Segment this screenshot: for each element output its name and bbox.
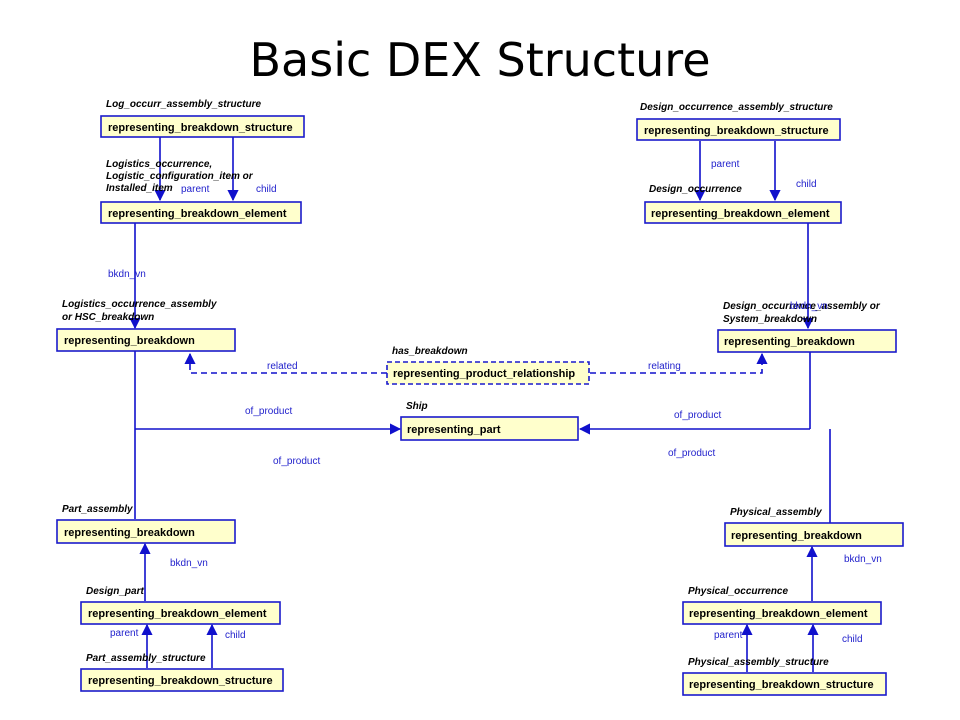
node-product-relationship[interactable]: representing_product_relationship xyxy=(386,361,590,385)
node-right-bottom-structure-label: representing_breakdown_structure xyxy=(689,679,874,691)
node-right-structure[interactable]: representing_breakdown_structure xyxy=(636,118,841,141)
ctx-logistics-occurrence-2: Logistic_configuration_item or xyxy=(106,171,254,182)
node-left-structure[interactable]: representing_breakdown_structure xyxy=(100,115,305,138)
node-left-bottom-structure-label: representing_breakdown_structure xyxy=(88,675,273,687)
ctx-logistics-occurrence-1: Logistics_occurrence, xyxy=(106,159,212,170)
context-labels: Log_occurr_assembly_structure Logistics_… xyxy=(62,99,881,668)
node-left-breakdown[interactable]: representing_breakdown xyxy=(56,328,236,352)
lbl-left-bottom-parent: parent xyxy=(110,628,139,639)
ctx-design-part: Design_part xyxy=(86,586,144,597)
ctx-has-breakdown: has_breakdown xyxy=(392,346,468,357)
lbl-right-bkdn-vn: bkdn_vn xyxy=(790,301,828,312)
ctx-physical-occurrence: Physical_occurrence xyxy=(688,586,788,597)
node-part-label: representing_part xyxy=(407,424,501,436)
ctx-log-occurr: Log_occurr_assembly_structure xyxy=(106,99,262,110)
lbl-right-child: child xyxy=(796,179,817,190)
lbl-left-child: child xyxy=(256,184,277,195)
lbl-left-bottom-bkdn-vn: bkdn_vn xyxy=(170,558,208,569)
edge-relating xyxy=(590,352,768,374)
node-left-element-label: representing_breakdown_element xyxy=(108,208,287,220)
node-left-part-breakdown[interactable]: representing_breakdown xyxy=(56,519,236,544)
edge-related xyxy=(184,352,387,374)
lbl-left-bkdn-vn: bkdn_vn xyxy=(108,269,146,280)
lbl-related: related xyxy=(267,361,298,372)
ctx-design-occ-assembly-2: System_breakdown xyxy=(723,314,817,325)
lbl-right-bottom-child: child xyxy=(842,634,863,645)
lbl-right-bottom-bkdn-vn: bkdn_vn xyxy=(844,554,882,565)
lbl-left-of-product-2: of_product xyxy=(273,456,320,467)
node-right-phys-element[interactable]: representing_breakdown_element xyxy=(682,601,882,625)
lbl-left-of-product-1: of_product xyxy=(245,406,292,417)
node-right-structure-label: representing_breakdown_structure xyxy=(644,125,829,137)
lbl-right-bottom-parent: parent xyxy=(714,630,743,641)
edge-labels: parent child bkdn_vn related of_product … xyxy=(108,159,882,645)
lbl-right-parent: parent xyxy=(711,159,740,170)
node-right-element[interactable]: representing_breakdown_element xyxy=(644,201,842,224)
ctx-logistics-occurrence-3: Installed_item xyxy=(106,183,173,194)
ctx-logistics-assembly-2: or HSC_breakdown xyxy=(62,312,154,323)
node-left-design-element-label: representing_breakdown_element xyxy=(88,608,267,620)
node-left-structure-label: representing_breakdown_structure xyxy=(108,122,293,134)
node-left-part-breakdown-label: representing_breakdown xyxy=(64,527,195,539)
ctx-logistics-assembly-1: Logistics_occurrence_assembly xyxy=(62,299,217,310)
node-right-breakdown-label: representing_breakdown xyxy=(724,336,855,348)
page-title: Basic DEX Structure xyxy=(249,33,711,87)
node-right-phys-element-label: representing_breakdown_element xyxy=(689,608,868,620)
node-right-phys-breakdown[interactable]: representing_breakdown xyxy=(724,522,904,547)
node-right-element-label: representing_breakdown_element xyxy=(651,208,830,220)
node-right-phys-breakdown-label: representing_breakdown xyxy=(731,530,862,542)
ctx-design-occ-structure: Design_occurrence_assembly_structure xyxy=(640,102,833,113)
lbl-left-bottom-child: child xyxy=(225,630,246,641)
ctx-physical-assembly: Physical_assembly xyxy=(730,507,822,518)
node-left-design-element[interactable]: representing_breakdown_element xyxy=(80,601,281,625)
node-left-breakdown-label: representing_breakdown xyxy=(64,335,195,347)
node-right-breakdown[interactable]: representing_breakdown xyxy=(717,329,897,353)
ctx-part-assembly-structure: Part_assembly_structure xyxy=(86,653,206,664)
ctx-physical-assembly-structure: Physical_assembly_structure xyxy=(688,657,829,668)
node-left-bottom-structure[interactable]: representing_breakdown_structure xyxy=(80,668,284,692)
node-product-relationship-label: representing_product_relationship xyxy=(393,368,575,380)
ctx-ship: Ship xyxy=(406,401,428,412)
node-part[interactable]: representing_part xyxy=(400,416,579,441)
ctx-part-assembly: Part_assembly xyxy=(62,504,133,515)
ctx-design-occurrence: Design_occurrence xyxy=(649,184,742,195)
node-left-element[interactable]: representing_breakdown_element xyxy=(100,201,302,224)
lbl-relating: relating xyxy=(648,361,681,372)
ctx-design-occ-assembly-1: Design_occurrence_assembly or xyxy=(723,301,881,312)
lbl-right-of-product-2: of_product xyxy=(668,448,715,459)
lbl-left-parent: parent xyxy=(181,184,210,195)
edges xyxy=(129,137,831,672)
node-right-bottom-structure[interactable]: representing_breakdown_structure xyxy=(682,672,887,696)
lbl-right-of-product-1: of_product xyxy=(674,410,721,421)
